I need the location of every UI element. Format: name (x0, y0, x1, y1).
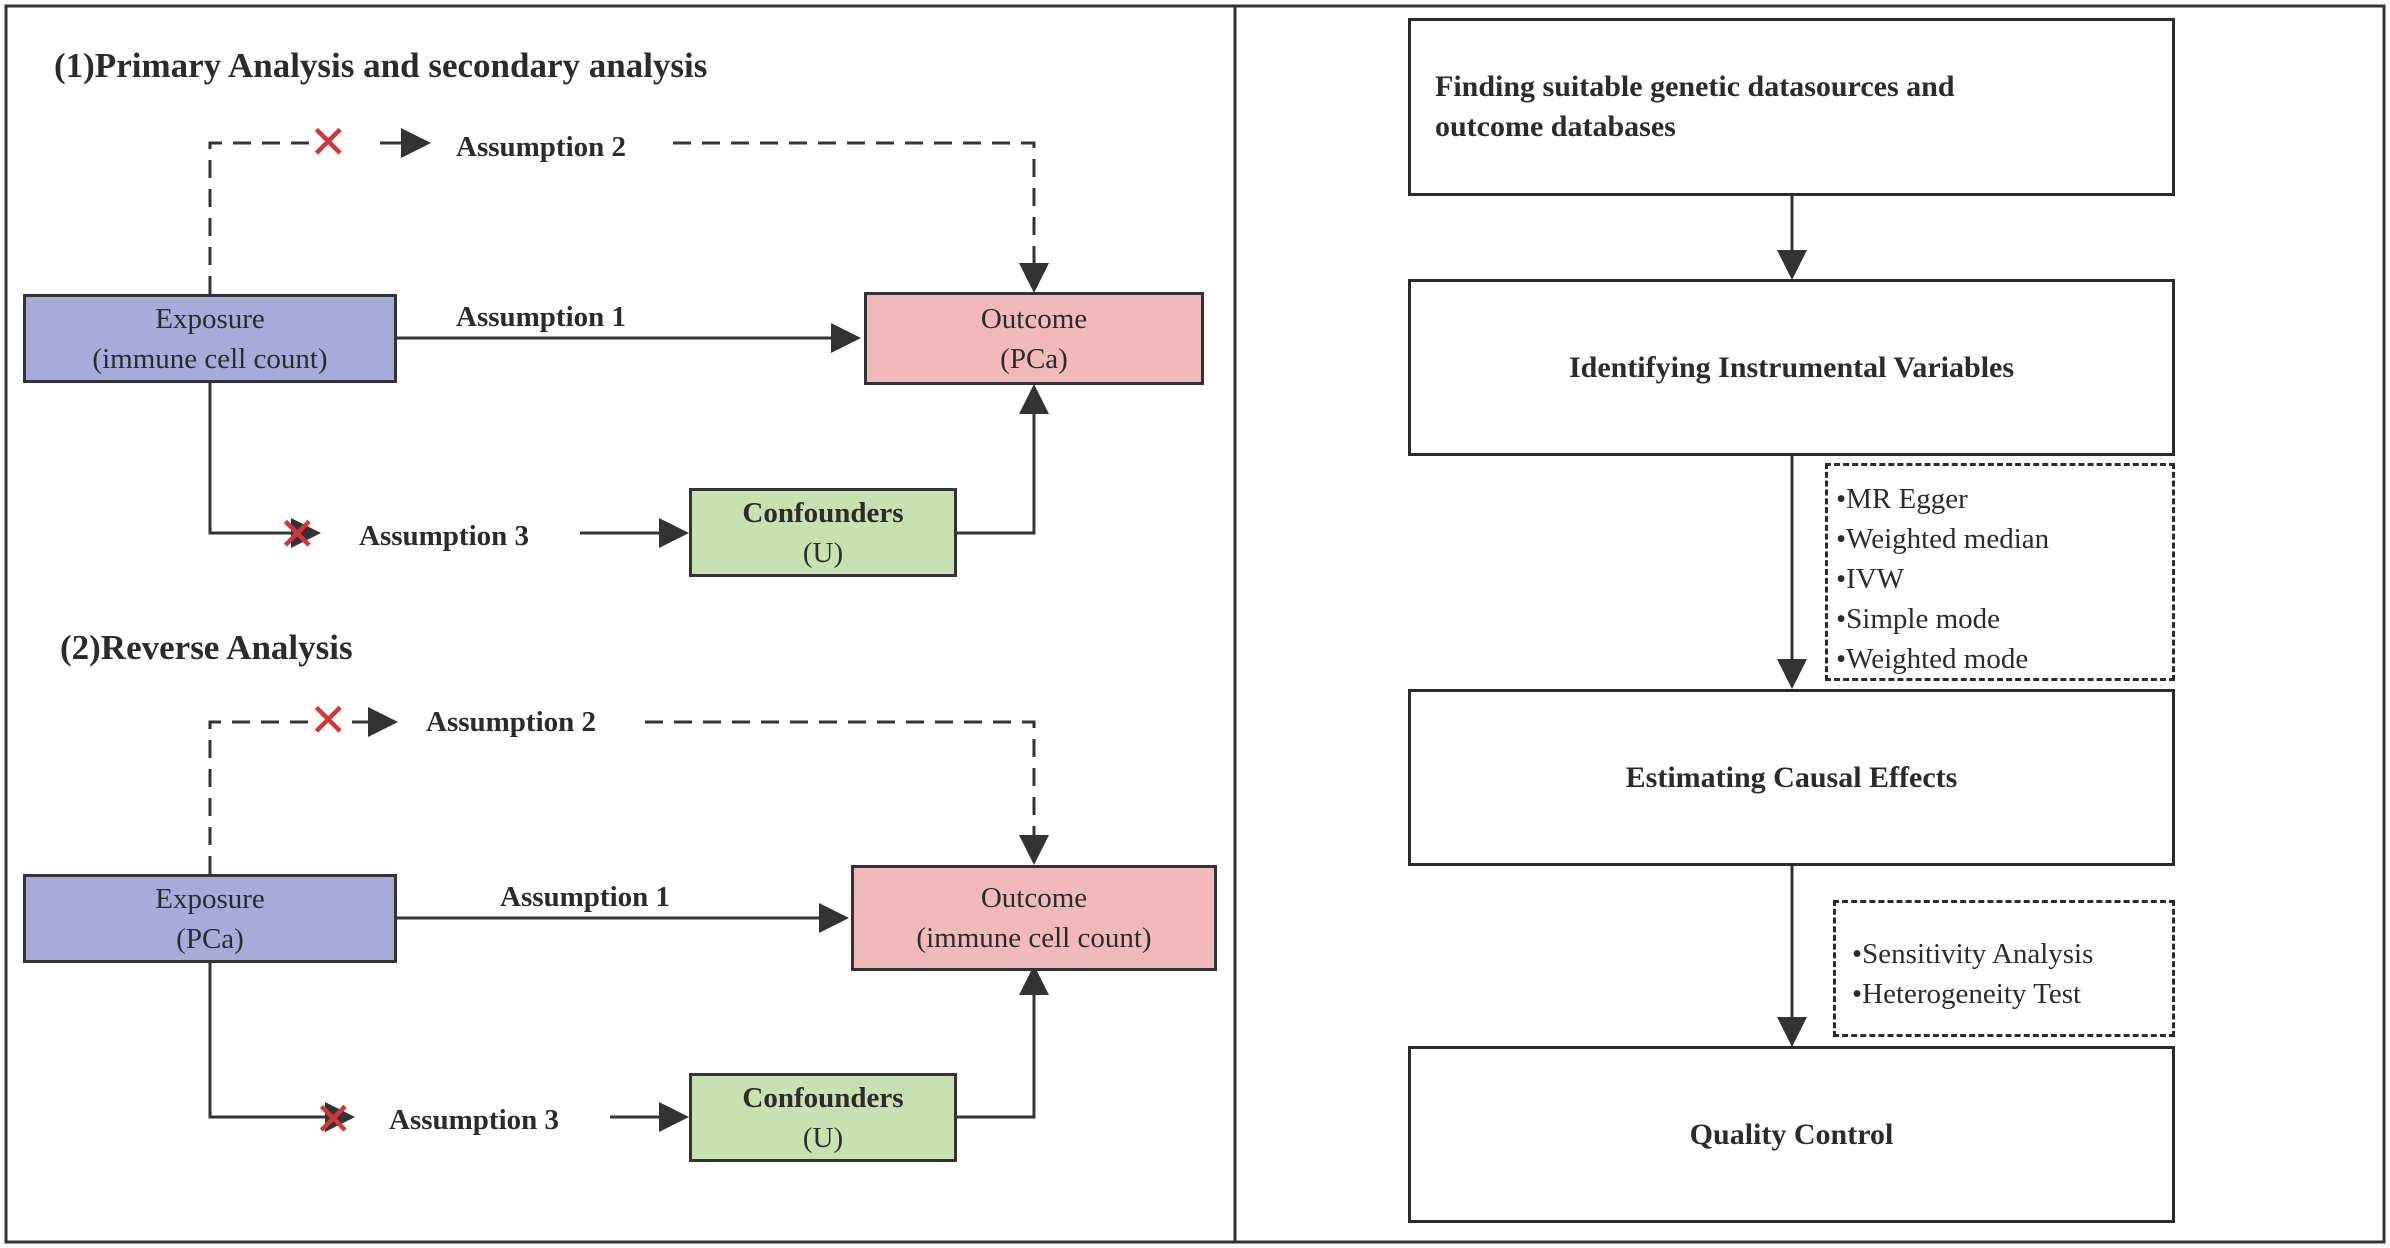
flow-step-estimate-causal-label: Estimating Causal Effects (1625, 760, 1958, 794)
reverse-assumption2-dash-right (645, 720, 1049, 865)
flow-step-estimate-causal: Estimating Causal Effects (1408, 689, 2175, 866)
reverse-outcome-box: Outcome (immune cell count) (851, 865, 1217, 971)
reverse-outcome-subtitle: (immune cell count) (916, 922, 1152, 954)
flow-step-identify-iv-label: Identifying Instrumental Variables (1568, 350, 2015, 384)
methods-box: •MR Egger •Weighted median •IVW •Simple … (1825, 463, 2175, 681)
reverse-assumption2-dash-left (208, 720, 316, 874)
primary-assumption2-dash-right (673, 141, 1049, 293)
check-item: •Heterogeneity Test (1852, 978, 2082, 1010)
reverse-exposure-subtitle: (PCa) (176, 922, 244, 955)
primary-outcome-box: Outcome (PCa) (864, 292, 1204, 385)
check-item: •Sensitivity Analysis (1852, 938, 2094, 970)
checks-box: •Sensitivity Analysis •Heterogeneity Tes… (1833, 900, 2175, 1037)
reverse-confounder-outcome-arrow (957, 965, 1049, 1119)
reverse-exposure-box: Exposure (PCa) (23, 874, 397, 963)
primary-assumption2-label: Assumption 2 (456, 131, 627, 163)
primary-exposure-subtitle: (immune cell count) (92, 342, 328, 375)
flow-step-find-datasources-label: Finding suitable genetic datasources and… (1435, 70, 1955, 143)
primary-exposure-title: Exposure (155, 302, 265, 335)
flow-step-identify-iv: Identifying Instrumental Variables (1408, 279, 2175, 456)
reverse-assumption2-cross-icon: ✕ (309, 693, 348, 747)
flow-step-quality-control-label: Quality Control (1689, 1117, 1894, 1151)
primary-heading: (1)Primary Analysis and secondary analys… (54, 46, 708, 85)
flow-step-find-datasources: Finding suitable genetic datasources and… (1408, 18, 2175, 196)
method-item: •Weighted median (1836, 523, 2050, 555)
method-item: •Weighted mode (1836, 643, 2029, 675)
reverse-outcome-title: Outcome (980, 882, 1088, 914)
primary-assumption2-dash-left (208, 141, 316, 294)
method-item: •Simple mode (1836, 603, 2001, 635)
primary-confounders-title: Confounders (742, 496, 904, 529)
primary-confounder-outcome-arrow (957, 384, 1049, 535)
reverse-exposure-title: Exposure (155, 882, 265, 915)
primary-confounders-box: Confounders (U) (689, 488, 957, 577)
reverse-assumption3-label: Assumption 3 (389, 1104, 560, 1136)
primary-exposure-box: Exposure (immune cell count) (23, 294, 397, 383)
outer-frame (4, 4, 2386, 1244)
method-item: •MR Egger (1836, 483, 1968, 515)
primary-assumption3-cross-icon: ✕ (278, 507, 317, 561)
reverse-confounders-title: Confounders (742, 1081, 904, 1114)
primary-assumption3-label: Assumption 3 (359, 520, 530, 552)
primary-outcome-subtitle: (PCa) (1000, 342, 1068, 375)
primary-assumption2-cross-icon: ✕ (309, 115, 348, 169)
reverse-heading: (2)Reverse Analysis (60, 628, 353, 667)
reverse-assumption3-line (208, 963, 355, 1132)
primary-assumption3-line (208, 383, 321, 548)
reverse-confounders-subtitle: (U) (802, 1121, 844, 1154)
reverse-assumption2-label: Assumption 2 (426, 706, 597, 738)
method-item: •IVW (1836, 563, 1905, 595)
reverse-assumption3-cross-icon: ✕ (314, 1092, 353, 1146)
flow-step-quality-control: Quality Control (1408, 1046, 2175, 1223)
primary-outcome-title: Outcome (980, 302, 1088, 335)
primary-confounders-subtitle: (U) (802, 536, 844, 569)
primary-assumption1-label: Assumption 1 (456, 301, 627, 333)
reverse-assumption1-label: Assumption 1 (500, 881, 671, 913)
reverse-confounders-box: Confounders (U) (689, 1073, 957, 1162)
